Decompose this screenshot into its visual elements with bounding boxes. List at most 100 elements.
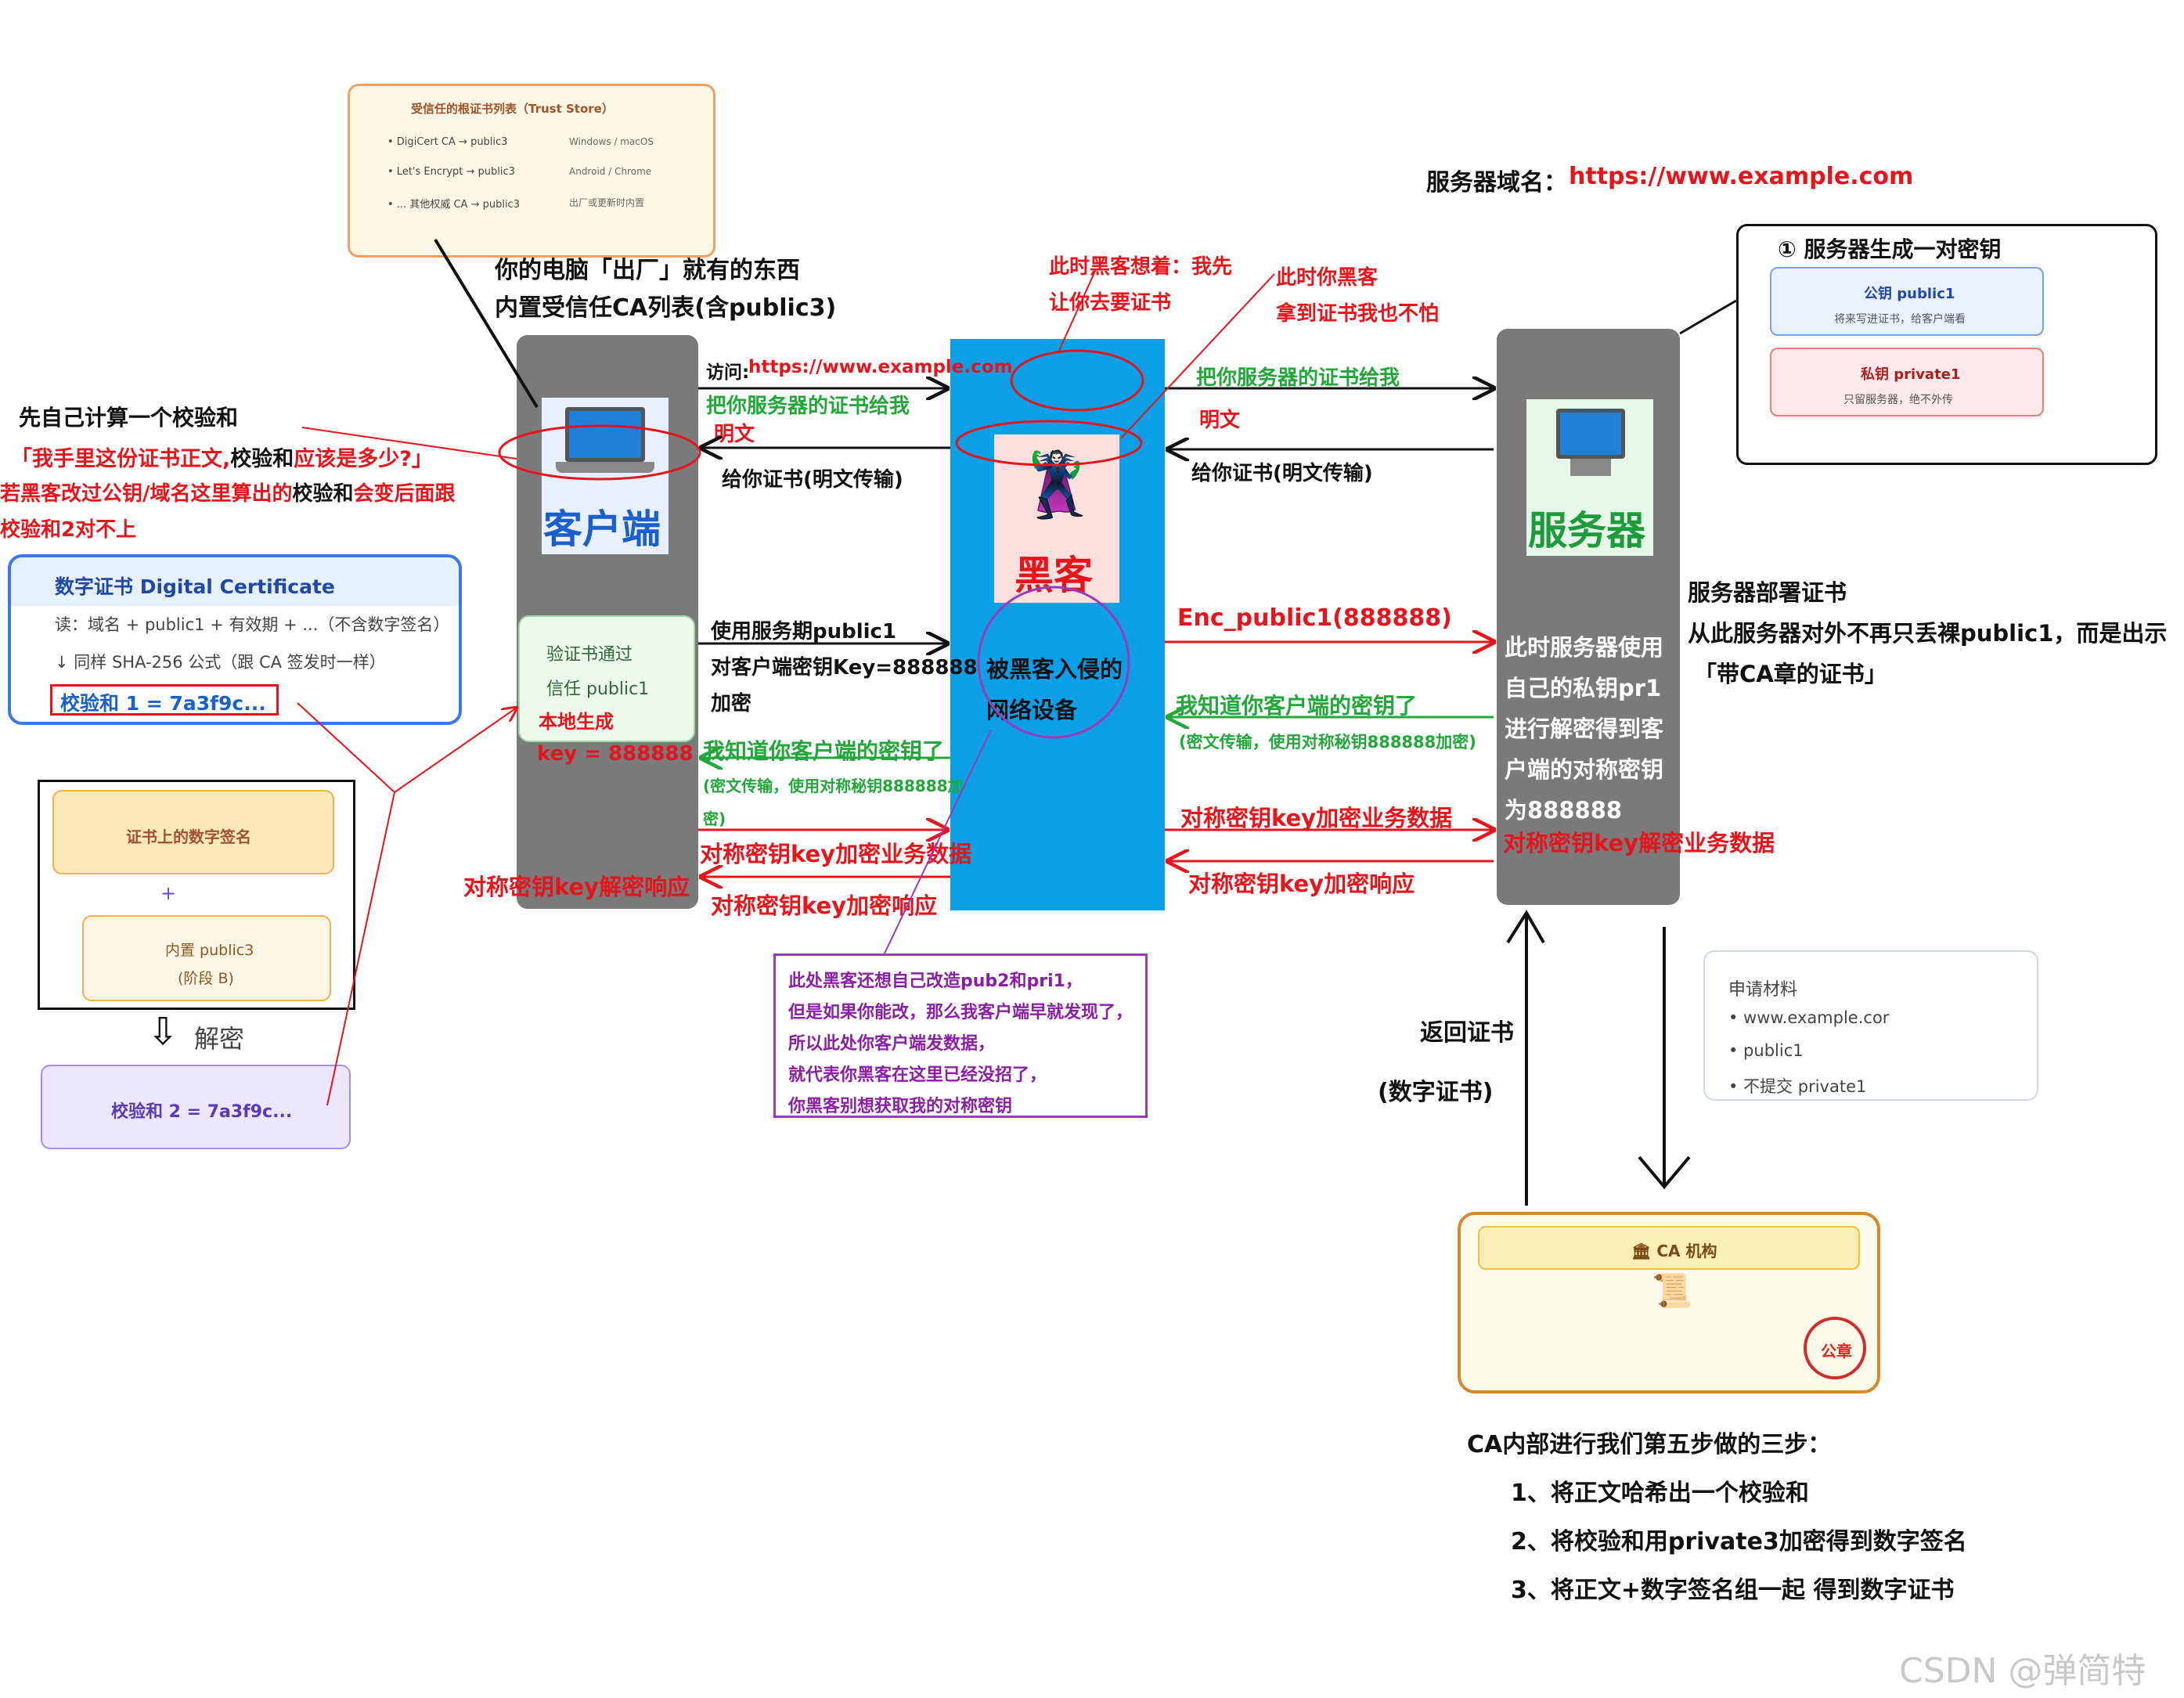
watermark: CSDN @弹简特 (1899, 1651, 2146, 1691)
hacker-note-2b: 拿到证书我也不怕 (1276, 302, 1440, 326)
pub3-line-1: 内置 public3 (165, 942, 254, 959)
monitor-icon (1556, 409, 1625, 459)
server-deploy-1: 服务器部署证书 (1688, 579, 1847, 606)
trust-store-row-1-left: • DigiCert CA → public3 (387, 136, 508, 148)
laptop-icon (565, 407, 645, 462)
hacker-header: 🦹 黑客 (994, 434, 1119, 603)
client-title: 客户端 (543, 507, 661, 552)
use-pub-1: 使用服务期public1 (711, 620, 897, 644)
checksum-note-line-3: 若黑客改过公钥/域名这里算出的校验和会变后面跟 (0, 478, 456, 507)
private-key-card: 私钥 private1 只留服务器，绝不外传 (1770, 348, 2044, 416)
checksum-note-title: 先自己计算一个校验和 (19, 405, 239, 431)
keypair-title: ① 服务器生成一对密钥 (1778, 236, 2002, 262)
digital-cert-line-1: 读：域名 + public1 + 有效期 + ...（不含数字签名） (55, 615, 450, 634)
keypair-pointer (1679, 299, 1737, 335)
checksum-note-3b: 校验和 (292, 482, 354, 506)
sig-card: 证书上的数字签名 (52, 790, 334, 874)
give-cert-right-1: 把你服务器的证书给我 (1196, 366, 1400, 390)
laptop-base (556, 462, 654, 473)
checksum-1-box: 校验和 1 = 7a3f9c... (50, 684, 279, 716)
apply-item-3: • 不提交 private1 (1728, 1077, 1867, 1096)
sym-dec-client: 对称密钥key解密响应 (463, 874, 690, 900)
give-cert-left-1: 把你服务器的证书给我 (706, 395, 910, 418)
return-cert-right: 给你证书(明文传输) (1191, 462, 1373, 485)
checksum-note-line-2: 「我手里这份证书正文,校验和应该是多少?」 (11, 442, 433, 472)
use-pub-3: 加密 (711, 692, 752, 716)
client-note-line-2: 内置受信任CA列表(含public3) (495, 294, 837, 322)
visit-url: https://www.example.com (748, 357, 1013, 377)
decrypt-label: 解密 (194, 1024, 245, 1054)
server-domain-url: https://www.example.com (1569, 163, 1914, 190)
know-key-right-sub: (密文传输，使用对称秘钥888888加密) (1179, 733, 1476, 752)
server-decrypt-4: 户端的对称密钥 (1505, 756, 1664, 783)
ca-step-1: 1、将正文哈希出一个校验和 (1511, 1480, 1809, 1507)
monitor-stand (1570, 459, 1611, 476)
public-key-desc: 将来写进证书，给客户端看 (1834, 313, 1966, 326)
verify-line-4: key = 888888 (537, 742, 694, 766)
hacker-note-2a: 此时你黑客 (1276, 266, 1379, 290)
checksum-note-3c: 会变后面跟 (353, 482, 456, 506)
return-cert-left: 给你证书(明文传输) (722, 468, 903, 492)
apply-item-2: • public1 (1728, 1041, 1804, 1060)
digital-cert-card: 数字证书 Digital Certificate 读：域名 + public1 … (8, 554, 462, 725)
ca-card: 🏛 CA 机构 📜 公章 (1458, 1212, 1880, 1393)
trust-store-row-3-right: 出厂或更新时内置 (569, 197, 645, 208)
hacker-purple-note: 此处黑客还想自己改造pub2和pri1， 但是如果你能改，那么我客户端早就发现了… (773, 954, 1148, 1118)
verify-box: 验证书通过 信任 public1 本地生成 (518, 615, 695, 742)
ca-title-bar: 🏛 CA 机构 (1478, 1226, 1860, 1270)
sym-enc-resp-right: 对称密钥key加密响应 (1188, 871, 1415, 897)
client-note-line-1: 你的电脑「出厂」就有的东西 (495, 257, 800, 284)
hacker-purple-3: 所以此处你客户端发数据， (788, 1034, 996, 1054)
checksum-note-2a: 「我手里这份证书正文, (11, 447, 231, 471)
server-header: 服务器 (1526, 399, 1653, 556)
sig-plus: + (160, 882, 177, 904)
enc-public1: Enc_public1(888888) (1177, 604, 1452, 632)
hacker-device-2: 网络设备 (986, 697, 1078, 723)
trust-store-title: 受信任的根证书列表（Trust Store） (411, 102, 614, 116)
ca-steps-title: CA内部进行我们第五步做的三步： (1467, 1431, 1832, 1458)
verify-line-1: 验证书通过 (546, 645, 633, 665)
hacker-purple-2: 但是如果你能改，那么我客户端早就发现了， (788, 1003, 1133, 1022)
server-decrypt-1: 此时服务器使用 (1505, 634, 1664, 661)
checksum-note-3a: 若黑客改过公钥/域名这里算出的 (0, 482, 293, 506)
know-key-left: 我知道你客户端的密钥了 (703, 738, 945, 764)
hacker-title: 黑客 (1015, 553, 1093, 598)
server-deploy-3: 「带CA章的证书」 (1694, 661, 1887, 687)
ca-step-3: 3、将正文+数字签名组一起 得到数字证书 (1511, 1577, 1955, 1604)
ca-seal: 公章 (1804, 1317, 1866, 1379)
checksum-2-card: 校验和 2 = 7a3f9c... (41, 1065, 351, 1149)
hacker-note-1a: 此时黑客想着：我先 (1049, 255, 1233, 279)
sym-enc-left: 对称密钥key加密业务数据 (700, 841, 972, 867)
trust-store-row-2-left: • Let's Encrypt → public3 (387, 166, 515, 178)
return-cert-label-2: (数字证书) (1378, 1079, 1494, 1106)
private-key-desc: 只留服务器，绝不外传 (1843, 394, 1953, 406)
ca-arrows (1506, 910, 1691, 1206)
apply-title: 申请材料 (1728, 980, 1798, 1000)
private-key-title: 私钥 private1 (1861, 366, 1961, 383)
apply-item-1: • www.example.cor (1728, 1008, 1890, 1027)
give-cert-left-2: 明文 (714, 423, 755, 446)
trust-store-row-1-right: Windows / macOS (569, 136, 654, 147)
pub3-line-2: (阶段 B) (178, 970, 234, 987)
sig-frame: 证书上的数字签名 + 内置 public3 (阶段 B) (38, 780, 355, 1010)
digital-cert-header (11, 557, 459, 606)
give-cert-right-2: 明文 (1199, 409, 1241, 432)
pub3-card: 内置 public3 (阶段 B) (82, 915, 331, 1001)
ca-step-2: 2、将校验和用private3加密得到数字签名 (1511, 1528, 1967, 1556)
sym-dec-server: 对称密钥key解密业务数据 (1503, 830, 1775, 856)
public-key-card: 公钥 public1 将来写进证书，给客户端看 (1770, 267, 2044, 336)
trust-store-card: 受信任的根证书列表（Trust Store） • DigiCert CA → p… (348, 84, 715, 258)
sig-label: 证书上的数字签名 (126, 827, 251, 846)
hacker-purple-5: 你黑客别想获取我的对称密钥 (788, 1097, 1013, 1116)
verify-line-3: 本地生成 (539, 711, 614, 733)
digital-cert-title: 数字证书 Digital Certificate (55, 575, 335, 598)
apply-card: 申请材料 • www.example.cor • public1 • 不提交 p… (1703, 950, 2038, 1101)
know-key-left-sub-1: (密文传输，使用对称秘钥888888加 (703, 777, 964, 795)
scroll-icon: 📜 (1652, 1271, 1693, 1310)
checksum-note-2c: 应该是多少?」 (294, 447, 433, 471)
hacker-purple-4: 就代表你黑客在这里已经没招了， (788, 1065, 1047, 1085)
checksum-1: 校验和 1 = 7a3f9c... (60, 692, 266, 715)
server-domain-label: 服务器域名： (1426, 169, 1567, 196)
hacker-mask-icon: 🦹 (1018, 449, 1096, 521)
hacker-lane (950, 339, 1165, 910)
